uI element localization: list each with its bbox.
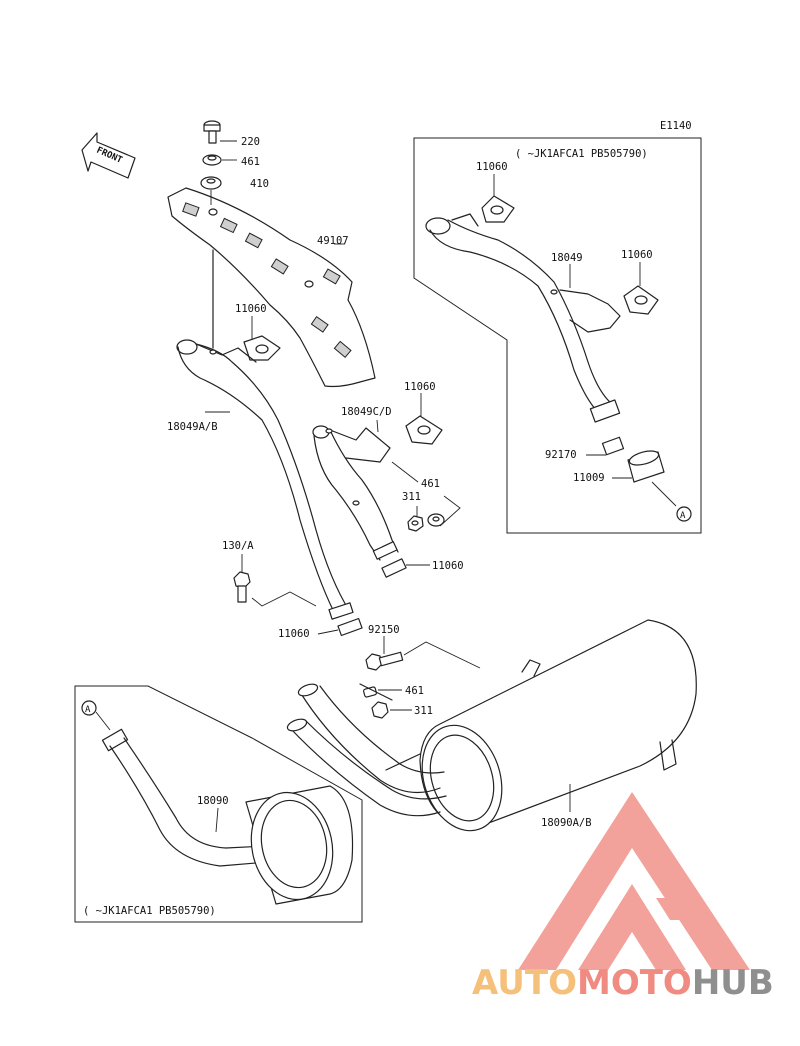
nut-311-mid <box>407 495 461 532</box>
muffler-18090 <box>101 728 354 905</box>
detail-box-left-note: ( ~JK1AFCA1 PB505790) <box>83 905 216 917</box>
gasket-11060-a <box>243 316 281 361</box>
callout-49107: 49107 <box>317 235 349 247</box>
diagram-code: E1140 <box>660 120 692 132</box>
front-arrow-icon: FRONT <box>81 132 136 179</box>
callout-11060-b: 11060 <box>404 381 436 393</box>
bolt-130a <box>233 554 317 607</box>
callout-11060-d: 11060 <box>278 628 310 640</box>
ref-a-right: A <box>680 511 686 521</box>
callout-461-top: 461 <box>241 156 260 168</box>
ref-a-right-marker: A <box>676 506 692 522</box>
callout-11060-c: 11060 <box>432 560 464 572</box>
gasket-11060-right <box>623 262 659 315</box>
watermark-hub: HUB <box>692 963 774 1003</box>
nut-311-low <box>371 701 412 719</box>
callout-18049-right: 18049 <box>551 252 583 264</box>
callout-11009: 11009 <box>573 472 605 484</box>
exhaust-pipe-18049-right <box>425 213 621 423</box>
washer-461-mid <box>391 461 445 527</box>
watermark-text: AUTOMOTOHUB <box>472 963 774 1003</box>
callout-18049cd: 18049C/D <box>341 406 392 418</box>
callout-92150: 92150 <box>368 624 400 636</box>
muffler-18090ab <box>286 619 697 832</box>
callout-11060-right-top: 11060 <box>476 161 508 173</box>
detail-box-right-note: ( ~JK1AFCA1 PB505790) <box>515 148 648 160</box>
ref-a-left-marker: A <box>81 700 111 731</box>
watermark-auto: AUTO <box>472 963 577 1003</box>
gasket-11060-right-top <box>481 174 515 223</box>
detail-box-left <box>74 685 363 923</box>
gasket-11060-b <box>405 393 443 445</box>
callout-11060-right: 11060 <box>621 249 653 261</box>
callout-92170: 92170 <box>545 449 577 461</box>
callout-11060-a: 11060 <box>235 303 267 315</box>
detail-box-right <box>413 137 702 534</box>
callout-18049ab: 18049A/B <box>167 421 218 433</box>
callout-461-mid: 461 <box>421 478 440 490</box>
bolt-220 <box>203 120 237 144</box>
ref-a-left: A <box>85 705 91 715</box>
washer-461-top <box>202 154 237 166</box>
callout-311-low: 311 <box>414 705 433 717</box>
gasket-11060-c <box>381 558 430 578</box>
gasket-11060-d <box>317 617 363 637</box>
callout-311-mid: 311 <box>402 491 421 503</box>
exhaust-pipe-18049ab <box>176 249 354 620</box>
heat-shield-49107 <box>167 187 376 388</box>
automotohub-logo-icon <box>518 792 750 970</box>
callout-18090ab: 18090A/B <box>541 817 592 829</box>
bolt-92150 <box>365 636 481 671</box>
watermark-moto: MOTO <box>577 963 692 1003</box>
callout-410: 410 <box>250 178 269 190</box>
callout-220: 220 <box>241 136 260 148</box>
automotohub-watermark: AUTOMOTOHUB <box>472 792 774 1003</box>
exhaust-pipe-18049cd <box>312 419 399 561</box>
clamp-92170 <box>586 436 625 456</box>
callout-18090: 18090 <box>197 795 229 807</box>
sleeve-11009 <box>612 450 677 507</box>
washer-461-low <box>363 686 402 698</box>
washer-410 <box>200 176 222 190</box>
callout-130a: 130/A <box>222 540 254 552</box>
callout-461-low: 461 <box>405 685 424 697</box>
